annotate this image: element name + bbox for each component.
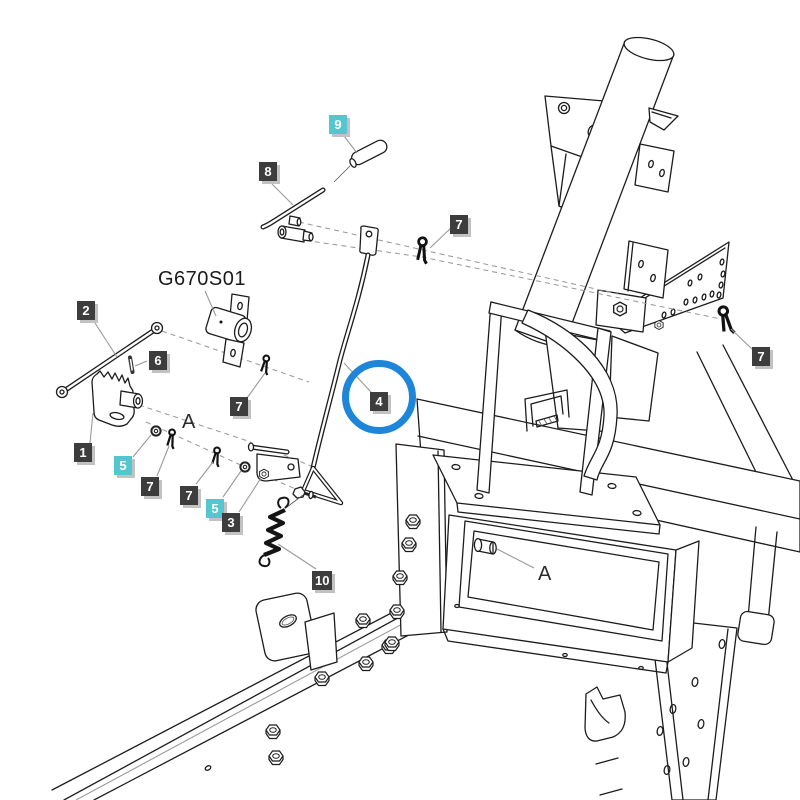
hook-bracket — [584, 686, 626, 742]
washer — [150, 425, 162, 437]
lever-grip — [333, 139, 388, 183]
hex-nut — [268, 750, 284, 766]
pedal-assembly — [476, 301, 618, 496]
clevis-bracket — [247, 442, 301, 482]
hex-nut — [392, 570, 408, 586]
frame-rail-left — [51, 583, 465, 800]
cotter-pin — [165, 428, 178, 451]
control-box — [442, 514, 700, 674]
part-label-10[interactable]: 10 — [312, 571, 333, 590]
hex-nut — [405, 514, 421, 530]
part-label-5[interactable]: 5 — [206, 499, 224, 518]
hex-nut — [389, 604, 405, 620]
leader-lines — [89, 135, 753, 570]
part-label-7[interactable]: 7 — [230, 397, 248, 416]
part-label-7[interactable]: 7 — [450, 215, 468, 234]
hand-lever — [260, 187, 326, 243]
part-label-6[interactable]: 6 — [149, 351, 167, 370]
reference-letter-a: A — [182, 411, 196, 433]
link-rod — [55, 321, 164, 399]
part-label-3[interactable]: 3 — [222, 513, 240, 532]
pivot-bracket-g670s01 — [205, 293, 253, 368]
frame-left-column — [384, 443, 448, 652]
part-label-7[interactable]: 7 — [180, 486, 198, 505]
part-group-code: G670S01 — [158, 268, 247, 290]
washer — [239, 461, 251, 473]
assembly-axis-lines — [138, 221, 722, 491]
return-spring — [258, 494, 304, 568]
part-label-2[interactable]: 2 — [77, 301, 95, 320]
part-label-9[interactable]: 9 — [329, 115, 347, 134]
part-label-7[interactable]: 7 — [141, 477, 159, 496]
hex-nut — [401, 537, 417, 553]
part-label-4[interactable]: 4 — [370, 392, 388, 411]
cotter-pin — [210, 446, 223, 469]
part-label-7[interactable]: 7 — [752, 347, 770, 366]
hex-nut — [358, 656, 374, 672]
roll-pin — [128, 355, 135, 374]
column-tube-assembly — [514, 36, 679, 348]
small-bolt — [654, 320, 664, 330]
hex-nut — [384, 636, 400, 652]
pivot-bolt — [612, 301, 628, 317]
tube-plate-bracket — [634, 143, 675, 193]
cotter-pin — [259, 354, 272, 377]
rail-bracket — [255, 592, 338, 671]
bushing-a — [473, 537, 497, 555]
clevis-bolt — [259, 468, 269, 480]
tube-wing-bracket — [648, 107, 679, 131]
part-label-1[interactable]: 1 — [74, 443, 92, 462]
mid-bracket — [623, 240, 669, 299]
part-label-5[interactable]: 5 — [114, 456, 132, 475]
part-label-8[interactable]: 8 — [259, 162, 277, 181]
ratchet-plate — [91, 370, 144, 427]
hex-nut — [355, 613, 371, 629]
selected-part-highlight-circle — [342, 360, 416, 434]
frame-rail-right — [584, 617, 738, 800]
cotter-pin — [716, 304, 736, 337]
hex-nut — [265, 724, 281, 740]
reference-letter-a: A — [538, 563, 552, 585]
hex-nut — [314, 671, 330, 687]
